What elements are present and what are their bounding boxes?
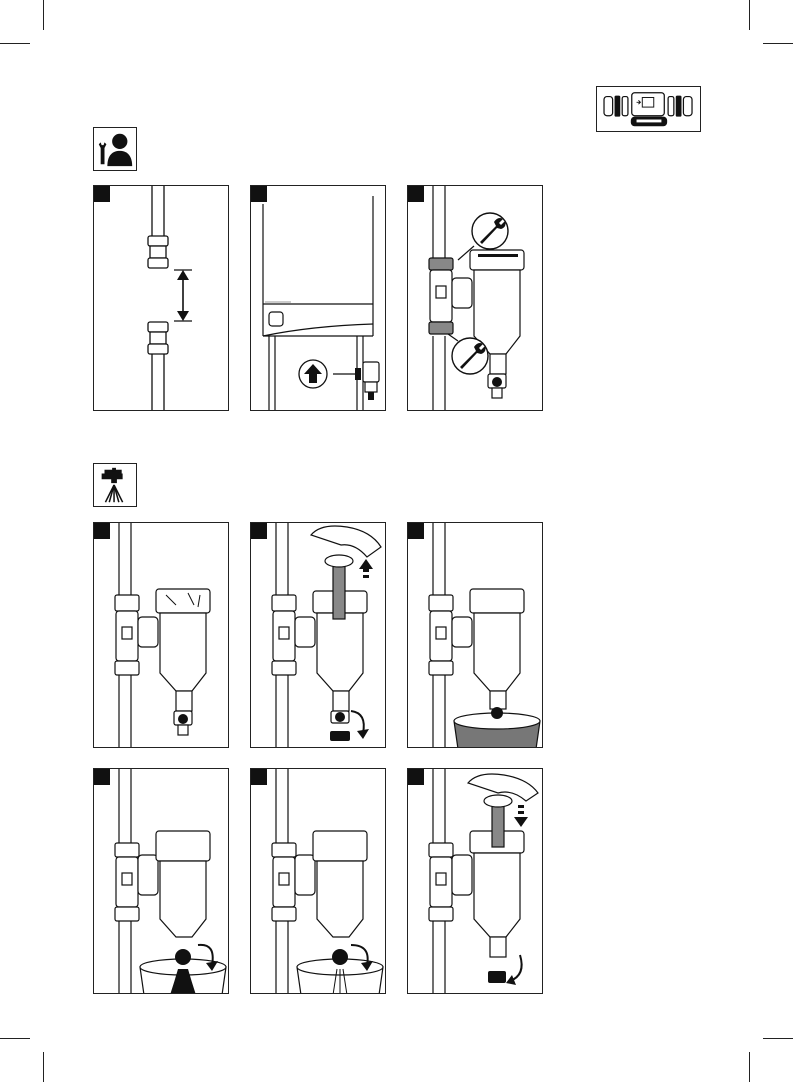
step-b4 — [93, 768, 229, 994]
remove-magnet-icon — [251, 523, 386, 748]
boiler-flow-direction-icon — [251, 186, 386, 411]
crop-mark — [0, 1038, 30, 1039]
crop-mark — [0, 43, 30, 44]
step-b2 — [250, 522, 386, 748]
crop-mark — [43, 0, 44, 30]
bucket-under-drain-icon — [408, 523, 543, 748]
crop-mark — [763, 1038, 793, 1039]
open-drain-valve-icon — [94, 769, 229, 994]
valve-filter-assembly-icon — [596, 86, 701, 132]
pipe-cut-section-icon — [94, 186, 229, 411]
step-a3 — [407, 185, 543, 411]
close-drain-valve-icon — [251, 769, 386, 994]
installer-wrench-person-icon — [93, 127, 137, 171]
tighten-fittings-wrench-icon — [408, 186, 543, 411]
step-b1 — [93, 522, 229, 748]
step-a2 — [250, 185, 386, 411]
crop-mark — [43, 1052, 44, 1082]
crop-mark — [763, 43, 793, 44]
crop-mark — [749, 0, 750, 30]
step-b6 — [407, 768, 543, 994]
step-b3 — [407, 522, 543, 748]
filter-installed-icon — [94, 523, 229, 748]
step-b5 — [250, 768, 386, 994]
reinsert-magnet-icon — [408, 769, 543, 994]
water-tap-flush-icon — [93, 463, 137, 507]
step-a1 — [93, 185, 229, 411]
crop-mark — [749, 1052, 750, 1082]
